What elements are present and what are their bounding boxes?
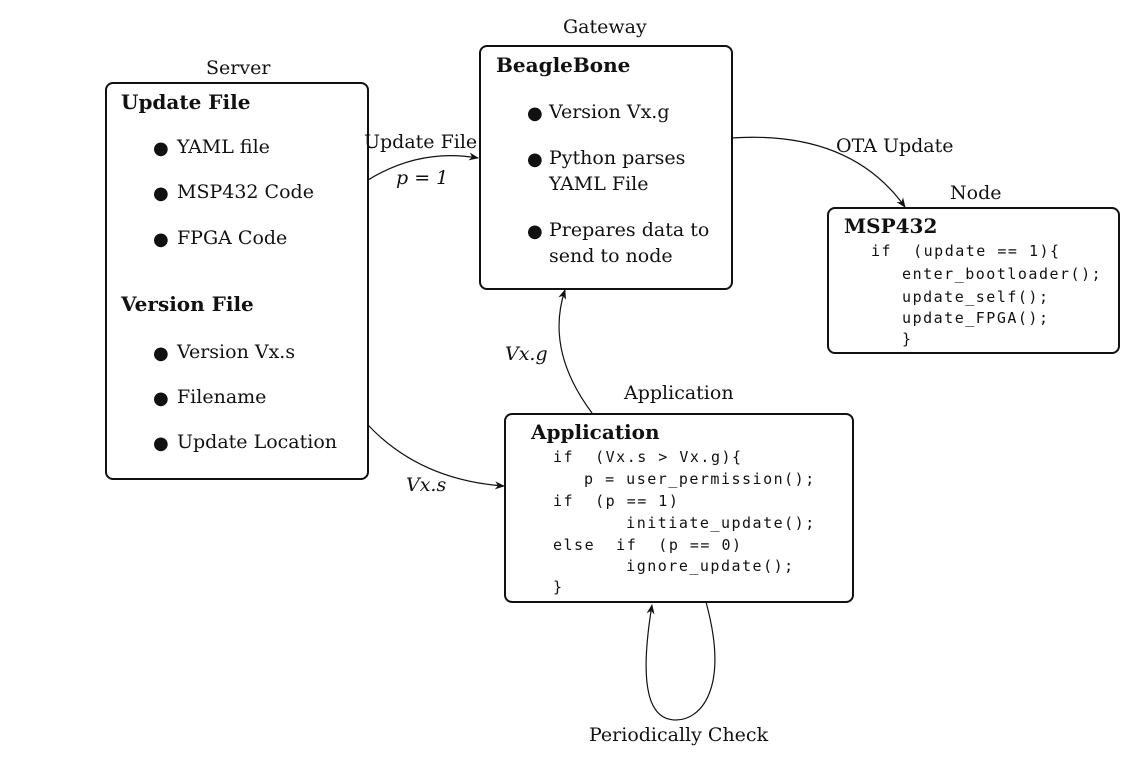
server-item: MSP432 Code <box>177 181 314 203</box>
bullet-icon: ● <box>527 221 543 242</box>
bullet-icon: ● <box>153 433 169 454</box>
server-item: Update Location <box>177 431 337 453</box>
server-box: Update File ● YAML file ● MSP432 Code ● … <box>105 82 369 480</box>
application-code-line: if (p == 1) <box>553 492 680 510</box>
application-code-line: p = user_permission(); <box>563 470 816 488</box>
bullet-icon: ● <box>527 149 543 170</box>
edge-label-periodically-check: Periodically Check <box>589 724 769 746</box>
server-item: YAML file <box>177 136 270 158</box>
edge-application-to-gateway <box>558 289 593 414</box>
gateway-title: BeagleBone <box>496 53 631 77</box>
edge-sublabel-p1: p = 1 <box>396 167 449 189</box>
server-section-title: Version File <box>121 292 254 316</box>
server-caption: Server <box>206 57 271 79</box>
application-code-line: if (Vx.s > Vx.g){ <box>553 448 743 466</box>
node-caption: Node <box>950 182 1002 204</box>
edge-label-update-file: Update File <box>364 131 478 153</box>
application-code-line: else if (p == 0) <box>553 536 743 554</box>
bullet-icon: ● <box>153 138 169 159</box>
node-code-line: enter_bootloader(); <box>881 265 1103 283</box>
node-box: MSP432 if (update == 1){ enter_bootloade… <box>827 207 1120 354</box>
gateway-caption: Gateway <box>563 16 647 38</box>
node-code-line: if (update == 1){ <box>871 242 1061 260</box>
bullet-icon: ● <box>527 103 543 124</box>
application-title: Application <box>531 420 660 444</box>
bullet-icon: ● <box>153 229 169 250</box>
server-item: FPGA Code <box>177 227 288 249</box>
edge-gateway-to-node <box>730 136 906 208</box>
gateway-item: Version Vx.g <box>549 101 670 123</box>
application-caption: Application <box>624 382 734 404</box>
edge-label-vxs: Vx.s <box>406 474 447 496</box>
server-item: Version Vx.s <box>177 341 296 363</box>
application-box: Application if (Vx.s > Vx.g){ p = user_p… <box>504 413 854 603</box>
server-item: Filename <box>177 386 267 408</box>
edge-application-self-loop <box>645 601 716 721</box>
application-code-line: } <box>553 578 564 596</box>
application-code-line: ignore_update(); <box>563 557 795 575</box>
edge-server-to-gateway <box>367 152 479 181</box>
edge-label-ota-update: OTA Update <box>836 135 954 157</box>
bullet-icon: ● <box>153 183 169 204</box>
edge-server-to-application <box>367 424 505 490</box>
gateway-item: YAML File <box>549 173 649 195</box>
server-section-title: Update File <box>121 90 251 114</box>
bullet-icon: ● <box>153 343 169 364</box>
edge-label-vxg: Vx.g <box>505 343 548 365</box>
node-title: MSP432 <box>844 214 938 238</box>
gateway-box: BeagleBone ● Version Vx.g ● Python parse… <box>479 45 733 290</box>
node-code-line: update_FPGA(); <box>881 309 1050 327</box>
node-code-line: update_self(); <box>881 288 1050 306</box>
bullet-icon: ● <box>153 388 169 409</box>
node-code-line: } <box>881 330 913 348</box>
gateway-item: send to node <box>549 245 673 267</box>
gateway-item: Prepares data to <box>549 219 710 241</box>
gateway-item: Python parses <box>549 147 686 169</box>
application-code-line: initiate_update(); <box>563 514 816 532</box>
